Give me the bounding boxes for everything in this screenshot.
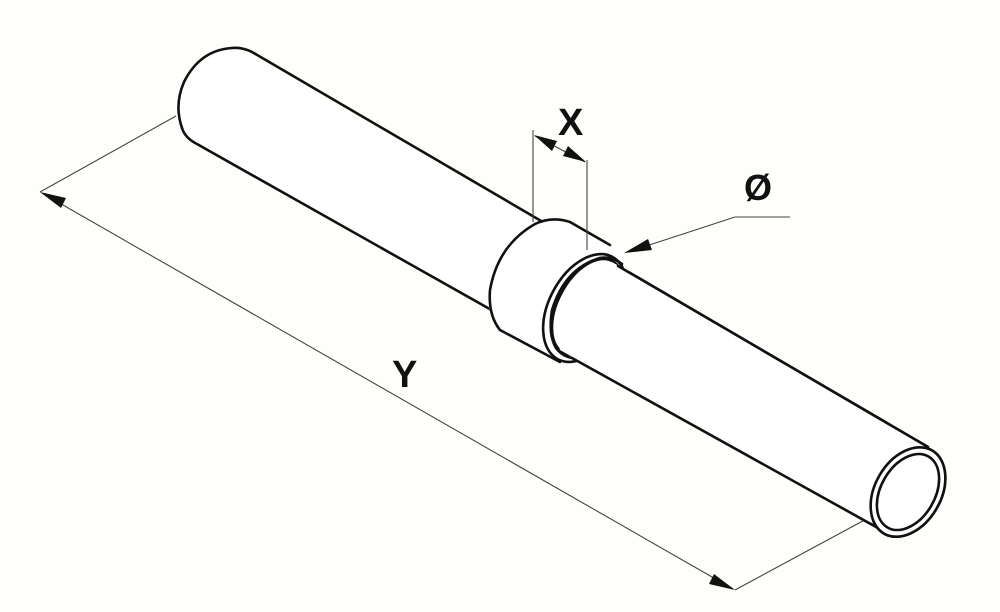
x-dimension-label: X xyxy=(558,102,584,144)
x-arrow-left-icon xyxy=(534,135,557,151)
y-arrow-right-icon xyxy=(709,574,735,590)
collar xyxy=(488,218,930,530)
diameter-leader xyxy=(624,216,790,253)
x-dimension xyxy=(532,130,588,250)
y-dimension-label: Y xyxy=(392,354,418,396)
diameter-label: Ø xyxy=(744,167,773,208)
y-dimension xyxy=(39,115,873,591)
y-arrow-left-icon xyxy=(40,192,66,208)
x-arrow-right-icon xyxy=(563,146,586,162)
tube-end-ring xyxy=(869,445,947,539)
diameter-arrow-icon xyxy=(624,239,652,253)
